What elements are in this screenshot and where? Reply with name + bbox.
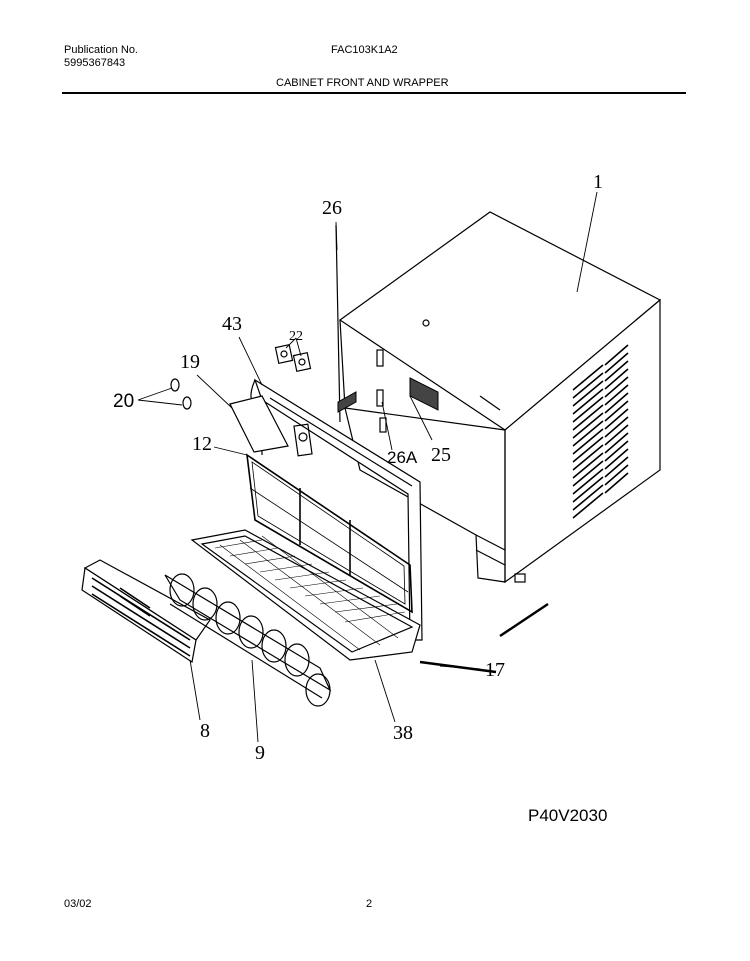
front-tray [190, 529, 421, 661]
callout-25: 25 [431, 444, 451, 466]
callout-22: 22 [289, 329, 303, 344]
knob-20 [170, 378, 192, 410]
publication-number: 5995367843 [64, 57, 126, 69]
callout-19: 19 [180, 351, 200, 373]
seal-strip-17 [419, 603, 549, 674]
figure-code: P40V2030 [528, 806, 608, 825]
nameplate-19 [229, 395, 289, 453]
callout-43: 43 [222, 313, 242, 335]
publication-label: Publication No. [64, 44, 138, 56]
callout-38: 38 [393, 722, 413, 744]
page-number: 2 [366, 898, 373, 910]
callout-17: 17 [485, 659, 505, 681]
louver-assembly [81, 559, 211, 663]
filter-frame [245, 453, 413, 614]
footer-date: 03/02 [64, 898, 92, 910]
header-rule [62, 92, 686, 94]
callout-9: 9 [255, 742, 265, 764]
bracket-22 [274, 344, 312, 372]
deflector-assembly [164, 573, 332, 707]
callout-8: 8 [200, 720, 210, 742]
rail-26 [335, 224, 357, 423]
callout-20: 20 [113, 391, 134, 412]
callout-1: 1 [593, 171, 603, 193]
model-number: FAC103K1A2 [331, 44, 398, 56]
callout-26: 26 [322, 197, 342, 219]
callout-26a: 26A [387, 448, 418, 467]
callout-12: 12 [192, 433, 212, 455]
cabinet-wrapper [338, 211, 662, 584]
section-title: CABINET FRONT AND WRAPPER [276, 77, 449, 89]
leader-lines [137, 191, 598, 743]
